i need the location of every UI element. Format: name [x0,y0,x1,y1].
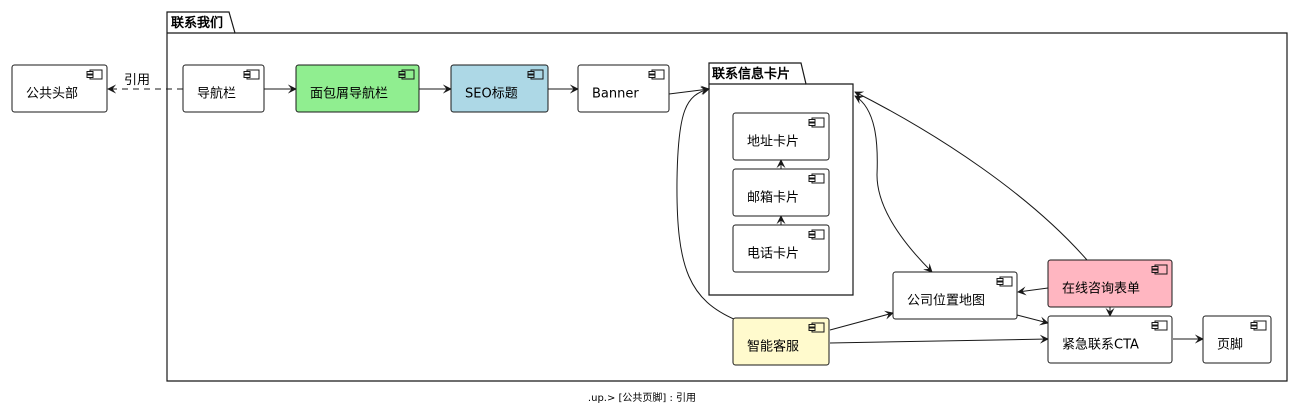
component-icon [86,69,103,80]
node-box [577,64,670,113]
node-footer[interactable]: 页脚 [1202,315,1272,364]
component-icon [1250,320,1267,331]
edge-online-form-cards [854,91,1088,261]
node-online-form[interactable]: 在线咨询表单 [1047,259,1173,308]
node-label: 面包屑导航栏 [310,86,388,102]
node-box [732,224,830,273]
node-box [732,112,830,161]
node-label: 公司位置地图 [907,294,985,309]
edge-online-form-company-map [1017,286,1049,296]
node-phone-card[interactable]: 电话卡片 [732,224,830,273]
edge-smart-service-cards [676,86,737,321]
edges: 引用 [107,73,1204,344]
component-icon [808,173,825,184]
node-box [450,64,549,113]
node-label: 智能客服 [747,339,799,355]
node-urgent-cta[interactable]: 紧急联系CTA [1047,315,1173,364]
node-box [732,317,830,366]
component-icon [996,276,1013,287]
node-common-header[interactable]: 公共头部 [11,64,108,113]
edge-label-ref: 引用 [124,73,150,88]
edge-cards-company-map [854,95,933,273]
component-icon [808,117,825,128]
node-breadcrumb-nav[interactable]: 面包屑导航栏 [295,64,420,113]
node-box [892,271,1018,320]
node-label: SEO标题 [465,87,518,102]
component-icon [808,229,825,240]
node-box [1047,315,1173,364]
node-box [295,64,420,113]
footer-note: .up.> [公共页脚] : 引用 [588,391,696,404]
node-label: 邮箱卡片 [747,190,799,206]
node-label: Banner [592,87,639,102]
node-label: 地址卡片 [747,135,799,150]
component-icon [1151,264,1168,275]
nested-package-title: 联系信息卡片 [712,66,790,82]
component-icon [1151,320,1168,331]
node-label: 在线咨询表单 [1062,282,1140,297]
edge-smart-service-company-map [829,310,894,331]
node-label: 紧急联系CTA [1062,338,1139,353]
node-company-map[interactable]: 公司位置地图 [892,271,1018,320]
node-label: 导航栏 [197,86,236,102]
node-email-card[interactable]: 邮箱卡片 [732,168,830,217]
component-icon [398,69,415,80]
node-box [732,168,830,217]
node-banner[interactable]: Banner [577,64,670,113]
node-label: 电话卡片 [747,247,799,262]
node-label: 公共头部 [26,87,78,102]
package-title: 联系我们 [171,15,223,31]
node-navbar[interactable]: 导航栏 [182,64,265,113]
node-box [11,64,108,113]
component-icon [527,69,544,80]
node-address-card[interactable]: 地址卡片 [732,112,830,161]
component-icon [648,69,665,80]
edge-smart-service-cta [829,334,1049,344]
component-icon [808,322,825,333]
node-seo-title[interactable]: SEO标题 [450,64,549,113]
node-label: 页脚 [1217,337,1243,353]
component-icon [243,69,260,80]
edge-company-map-cta [1016,314,1049,326]
node-smart-service[interactable]: 智能客服 [732,317,830,366]
node-box [1047,259,1173,308]
